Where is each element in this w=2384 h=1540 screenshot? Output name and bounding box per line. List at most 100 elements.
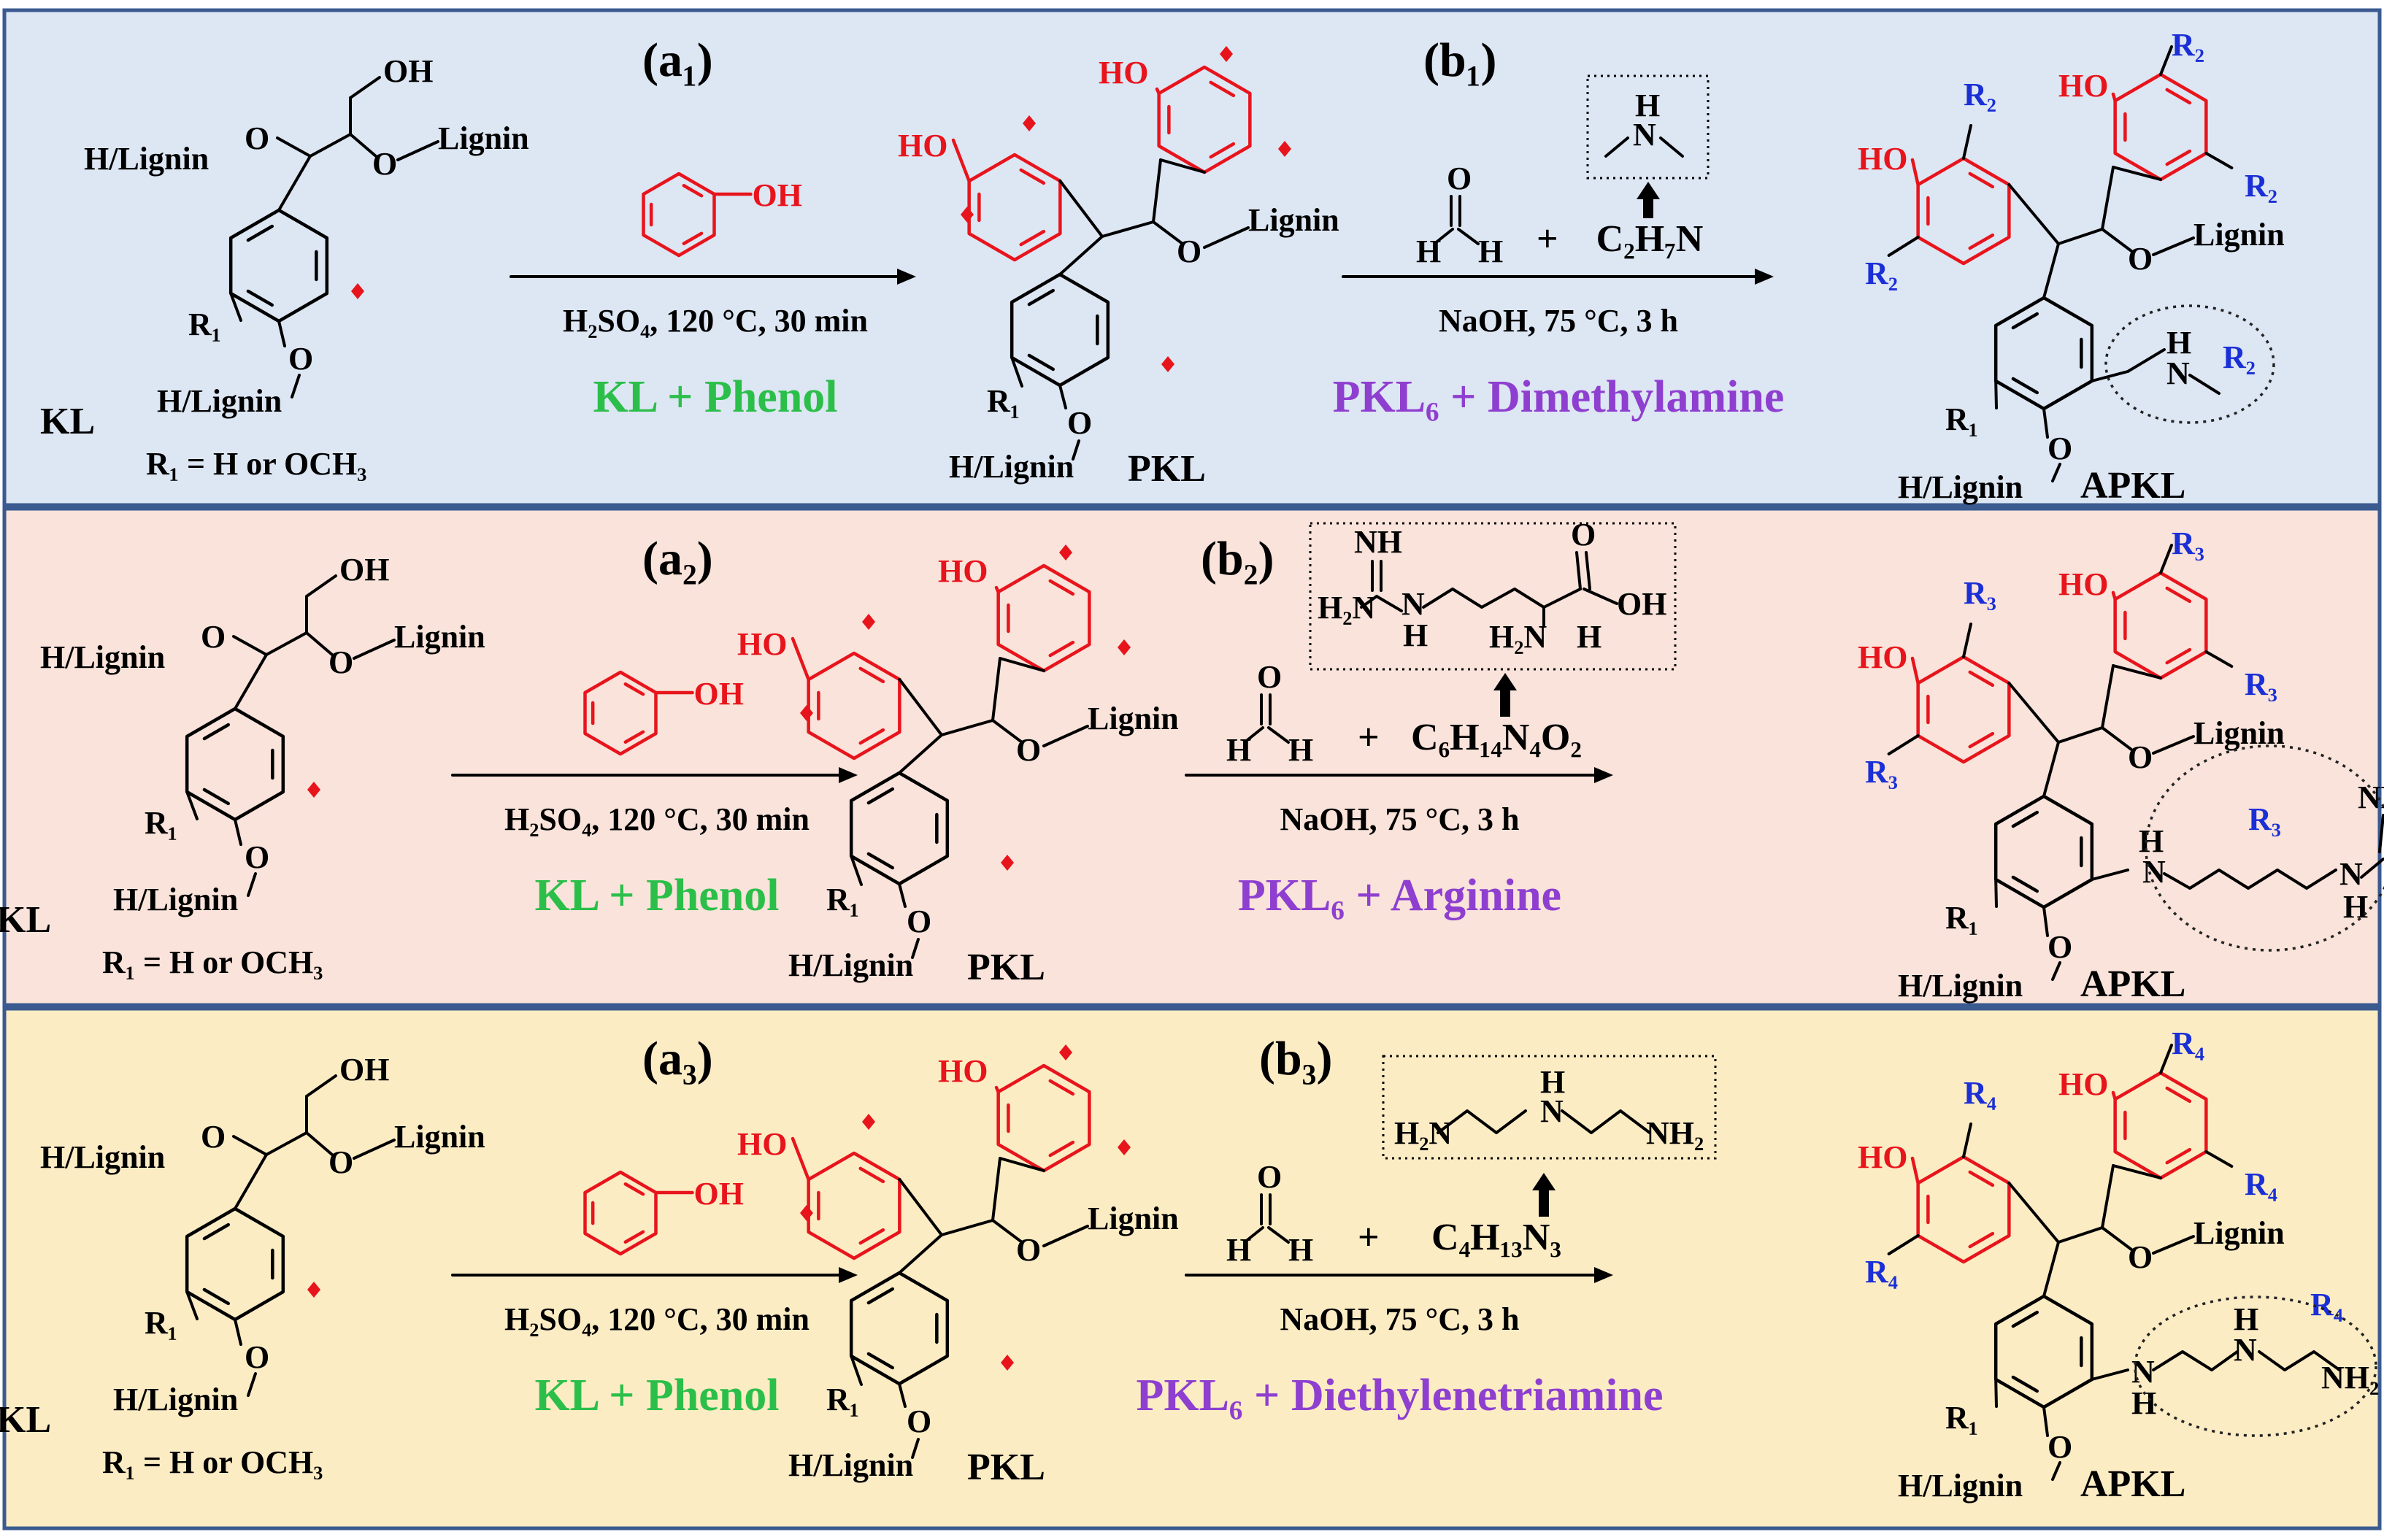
caption-step-b: PKL₆ + Diethylenetriamine bbox=[1136, 1371, 1663, 1420]
apkl-amine-h: H bbox=[2166, 325, 2191, 361]
reactive-site-marker bbox=[862, 614, 875, 630]
kl-ether-o-3: O bbox=[245, 1339, 269, 1375]
apkl-substituent-a: R₂ bbox=[1964, 77, 1996, 112]
kl-ether-o-2: O bbox=[328, 1144, 353, 1180]
kl-h-lignin-top: H/Lignin bbox=[84, 141, 209, 177]
formaldehyde-h-left: H bbox=[1226, 1232, 1251, 1268]
apkl-ether-o-bottom: O bbox=[2047, 1429, 2072, 1465]
pkl-r1-label: R₁ bbox=[826, 1382, 859, 1417]
kl-name: KL bbox=[40, 401, 95, 442]
kl-oh-label: OH bbox=[339, 1052, 389, 1087]
reactive-site-marker bbox=[1059, 1044, 1072, 1060]
arginine-h-alpha: H bbox=[1577, 619, 1601, 655]
caption-step-a: KL + Phenol bbox=[593, 372, 837, 422]
apkl-lignin-label: Lignin bbox=[2193, 1215, 2285, 1251]
row-panel bbox=[2, 507, 2382, 1007]
pkl-r1-label: R₁ bbox=[826, 882, 859, 917]
kl-lignin-label: Lignin bbox=[394, 1119, 485, 1155]
apkl-ho-left: HO bbox=[1858, 639, 1907, 675]
reagent-structure-arrow bbox=[1493, 673, 1517, 717]
formaldehyde-o: O bbox=[1257, 659, 1282, 695]
reactive-site-marker bbox=[800, 1205, 813, 1221]
arginine-h-under: H bbox=[1403, 617, 1428, 653]
reagent-formula: C₄H₁₃N₃ bbox=[1431, 1217, 1561, 1258]
caption-step-a: KL + Phenol bbox=[534, 871, 779, 920]
pkl-h-lignin: H/Lignin bbox=[788, 1447, 913, 1483]
reactive-site-marker bbox=[961, 207, 974, 223]
apkl-ether-o: O bbox=[2128, 739, 2153, 775]
apkl-guanidine-n: N bbox=[2339, 856, 2363, 892]
pkl-ho-right: HO bbox=[938, 1053, 988, 1089]
step-label-a: (a₃) bbox=[642, 1032, 713, 1085]
apkl-r1-label: R₁ bbox=[1945, 1400, 1978, 1436]
caption-step-b: PKL₆ + Dimethylamine bbox=[1333, 372, 1785, 422]
kl-name: KL bbox=[0, 899, 51, 941]
reagent-structure-arrow bbox=[1532, 1173, 1556, 1217]
apkl-r1-label: R₁ bbox=[1945, 401, 1978, 437]
phenol-oh-label: OH bbox=[752, 177, 801, 213]
formaldehyde-h-left: H bbox=[1226, 732, 1251, 768]
pkl-ether-o-bottom: O bbox=[907, 1404, 931, 1439]
conditions-step-b: NaOH, 75 °C, 3 h bbox=[1439, 303, 1678, 339]
apkl-substituent-d: R₂ bbox=[2245, 168, 2277, 204]
arginine-o: O bbox=[1571, 517, 1596, 553]
kl-oh-label: OH bbox=[383, 53, 433, 89]
apkl-substituent-a: R₄ bbox=[1964, 1075, 1996, 1111]
caption-step-b: PKL₆ + Arginine bbox=[1238, 871, 1561, 920]
arrow-step-b bbox=[1185, 1267, 1613, 1283]
arrow-step-b bbox=[1185, 767, 1613, 783]
arrow-step-b bbox=[1342, 269, 1774, 285]
reactive-site-marker bbox=[1118, 639, 1131, 655]
pkl-ether-o: O bbox=[1016, 732, 1041, 768]
reagent-formula: C₂H₇N bbox=[1596, 218, 1704, 260]
apkl-name: APKL bbox=[2080, 963, 2185, 1005]
conditions-step-b: NaOH, 75 °C, 3 h bbox=[1280, 1301, 1519, 1337]
apkl-ether-o-bottom: O bbox=[2047, 929, 2072, 965]
reactive-site-marker bbox=[1278, 141, 1291, 157]
kl-lignin-label: Lignin bbox=[394, 619, 485, 655]
caption-step-a: KL + Phenol bbox=[534, 1371, 779, 1420]
kl-ether-o-3: O bbox=[288, 341, 313, 377]
kl-ether-o-1: O bbox=[245, 120, 269, 156]
formaldehyde-h-right: H bbox=[1478, 234, 1503, 269]
apkl-substituent-a: R₃ bbox=[1964, 575, 1996, 611]
pkl-lignin-label: Lignin bbox=[1088, 701, 1179, 736]
reactive-site-marker bbox=[351, 283, 364, 299]
step-label-b: (b₃) bbox=[1259, 1032, 1332, 1085]
conditions-step-a: H₂SO₄, 120 °C, 30 min bbox=[504, 801, 810, 837]
formaldehyde-o: O bbox=[1447, 161, 1472, 196]
apkl-substituent-c: R₂ bbox=[2172, 27, 2204, 63]
pkl-ho-right: HO bbox=[1099, 55, 1148, 91]
kl-r1-label: R₁ bbox=[188, 307, 221, 342]
dimethylamine-h: H bbox=[1635, 88, 1660, 123]
conditions-step-a: H₂SO₄, 120 °C, 30 min bbox=[563, 303, 868, 339]
plus-sign: + bbox=[1358, 717, 1380, 758]
kl-oh-label: OH bbox=[339, 552, 389, 588]
dt-nh2: NH₂ bbox=[1646, 1115, 1704, 1151]
arginine-nh: NH bbox=[1354, 524, 1402, 560]
apkl-h-lignin: H/Lignin bbox=[1898, 1468, 2023, 1504]
amine-highlight-circle bbox=[2134, 1295, 2377, 1437]
apkl-ho-right: HO bbox=[2058, 68, 2108, 104]
reactive-site-marker bbox=[1059, 544, 1072, 561]
reactive-site-marker bbox=[1161, 356, 1174, 372]
apkl-guanidine-nh: NH bbox=[2358, 779, 2384, 815]
reagent-b: HN bbox=[1586, 74, 1710, 180]
apkl-substituent-e: R₂ bbox=[2223, 339, 2256, 375]
apkl-substituent-c: R₄ bbox=[2172, 1025, 2204, 1061]
row-panel bbox=[2, 8, 2382, 507]
arginine-h2n-alpha: H₂N bbox=[1489, 619, 1547, 655]
pkl-h-lignin: H/Lignin bbox=[949, 449, 1074, 485]
conditions-step-b: NaOH, 75 °C, 3 h bbox=[1280, 801, 1519, 837]
apkl-ether-o-bottom: O bbox=[2047, 431, 2072, 466]
pkl-ether-o: O bbox=[1177, 234, 1201, 269]
apkl-ether-o: O bbox=[2128, 1239, 2153, 1275]
apkl-ho-right: HO bbox=[2058, 566, 2108, 602]
dimethylamine-n: N bbox=[1633, 117, 1656, 153]
